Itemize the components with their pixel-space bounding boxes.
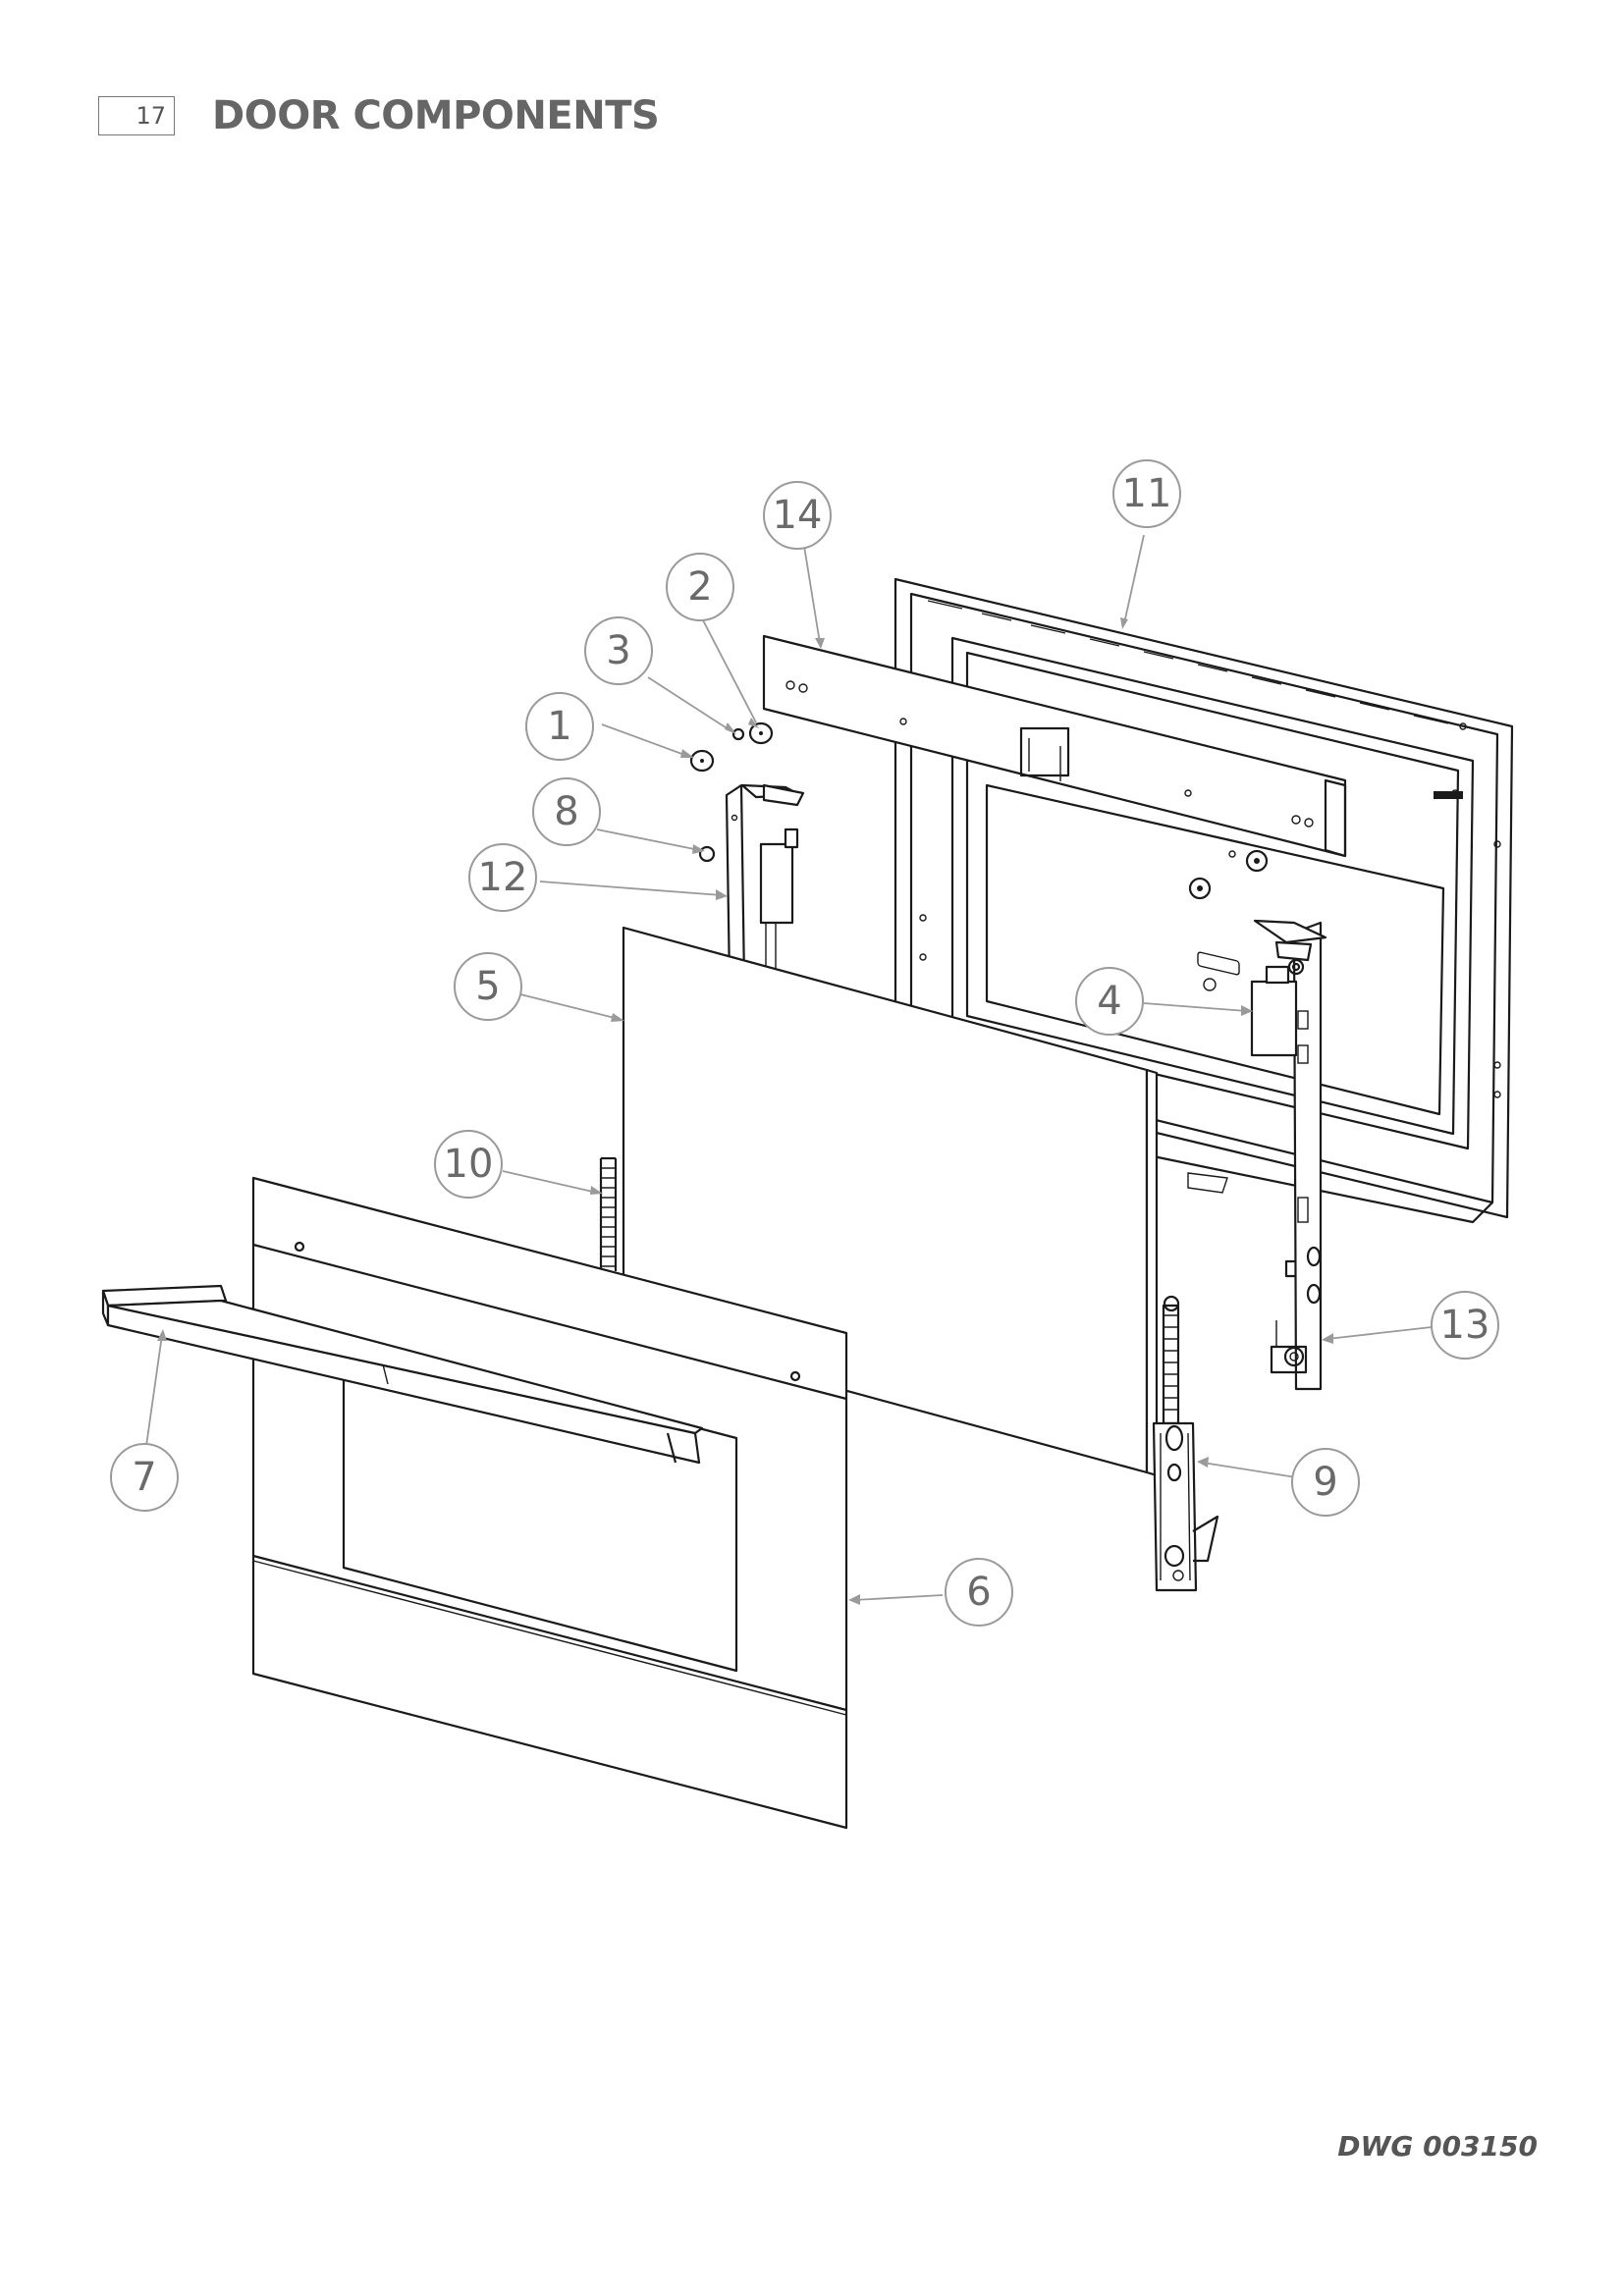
left-hinge-spring <box>599 1156 618 1271</box>
svg-text:7: 7 <box>132 1455 156 1500</box>
left-hinge-bracket <box>725 783 805 984</box>
svg-text:12: 12 <box>478 855 528 900</box>
callout-4: 4 <box>1075 967 1144 1036</box>
callout-12: 12 <box>468 843 537 912</box>
callout-11: 11 <box>1112 459 1181 528</box>
right-hinge-bracket <box>1250 919 1327 1391</box>
page-header: 17 DOOR COMPONENTS <box>98 90 660 141</box>
small-fasteners <box>689 721 774 863</box>
door-handle <box>101 1284 704 1465</box>
svg-text:13: 13 <box>1440 1303 1490 1348</box>
callout-5: 5 <box>454 952 522 1021</box>
svg-text:6: 6 <box>966 1570 991 1615</box>
callout-3: 3 <box>584 616 653 685</box>
callout-6: 6 <box>945 1558 1013 1627</box>
callout-8: 8 <box>532 777 601 846</box>
callout-7: 7 <box>110 1443 179 1512</box>
drawing-number: DWG 003150 <box>1337 2130 1538 2163</box>
svg-text:5: 5 <box>475 964 500 1009</box>
page-number: 17 <box>98 96 175 135</box>
svg-text:1: 1 <box>547 704 571 749</box>
svg-text:3: 3 <box>606 628 630 673</box>
callout-1: 1 <box>525 692 594 761</box>
callout-2: 2 <box>666 553 734 621</box>
svg-text:11: 11 <box>1122 471 1172 516</box>
svg-text:2: 2 <box>687 564 712 610</box>
callout-leaders <box>144 534 1433 1605</box>
right-hinge-assembly <box>1152 1295 1219 1592</box>
callout-10: 10 <box>434 1130 503 1199</box>
svg-text:9: 9 <box>1313 1460 1337 1505</box>
svg-text:14: 14 <box>773 493 823 538</box>
svg-text:10: 10 <box>444 1142 494 1187</box>
svg-text:8: 8 <box>554 789 578 834</box>
svg-text:4: 4 <box>1097 979 1121 1024</box>
callout-14: 14 <box>763 481 832 550</box>
callout-13: 13 <box>1431 1291 1499 1360</box>
page-title: DOOR COMPONENTS <box>212 93 660 138</box>
callout-9: 9 <box>1291 1448 1360 1517</box>
top-bracket-bar <box>762 634 1347 991</box>
